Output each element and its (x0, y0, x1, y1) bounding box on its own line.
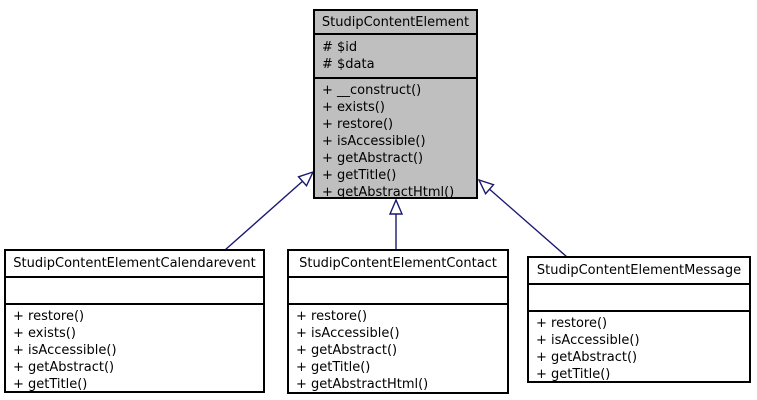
member-row: + getTitle() (322, 168, 397, 183)
attributes-section (529, 285, 749, 312)
member-row: + restore() (296, 309, 368, 324)
generalization-arrow-message (479, 180, 568, 258)
member-row: + getTitle() (13, 377, 88, 392)
member-row: + isAccessible() (536, 333, 640, 348)
member-row: + isAccessible() (13, 343, 117, 358)
methods-section: + restore() + isAccessible() + getAbstract… (289, 305, 507, 393)
member-row: + getTitle() (296, 360, 371, 375)
class-name: StudipContentElement (315, 11, 476, 35)
member-row: + __construct() (322, 83, 422, 98)
class-box-studipcontentelementcontact[interactable]: StudipContentElementContact + restore()+… (287, 249, 509, 394)
member-row: + exists() (13, 326, 76, 341)
member-row: # $data (322, 57, 375, 72)
class-name: StudipContentElementMessage (529, 258, 749, 285)
member-row: + getAbstract() (536, 350, 638, 365)
generalization-arrow-calendarevent (224, 172, 313, 251)
member-row: + isAccessible() (322, 134, 426, 149)
member-row: + isAccessible() (296, 326, 400, 341)
class-name: StudipContentElementCalendarevent (6, 251, 263, 278)
member-row: + restore() (536, 316, 608, 331)
attributes-section (289, 278, 507, 305)
class-name: StudipContentElementContact (289, 251, 507, 278)
attributes-section (6, 278, 263, 305)
member-row: + getAbstractHtml() (296, 377, 429, 392)
class-box-studipcontentelementmessage[interactable]: StudipContentElementMessage + restore()+… (527, 256, 751, 383)
member-row: + restore() (322, 117, 394, 132)
member-row: + exists() (322, 100, 385, 115)
member-row: + getAbstract() (296, 343, 398, 358)
member-row: # $id (322, 40, 358, 55)
class-box-studipcontentelementcalendarevent[interactable]: StudipContentElementCalendarevent + rest… (4, 249, 265, 393)
member-row: + getTitle() (536, 367, 611, 382)
member-row: + getAbstract() (13, 360, 115, 375)
member-row: + getAbstractHtml() (322, 185, 455, 200)
methods-section: + restore() + isAccessible() + getAbstract… (529, 312, 749, 383)
member-row: + restore() (13, 309, 85, 324)
methods-section: + __construct() + exists() + restore() + is… (315, 79, 476, 201)
member-row: + getAbstract() (322, 151, 424, 166)
attributes-section: # $id # $data (315, 35, 476, 79)
class-box-studipcontentelement[interactable]: StudipContentElement # $id # $data + __co… (313, 9, 478, 201)
methods-section: + restore() + exists() + isAccessible() + g… (6, 305, 263, 393)
